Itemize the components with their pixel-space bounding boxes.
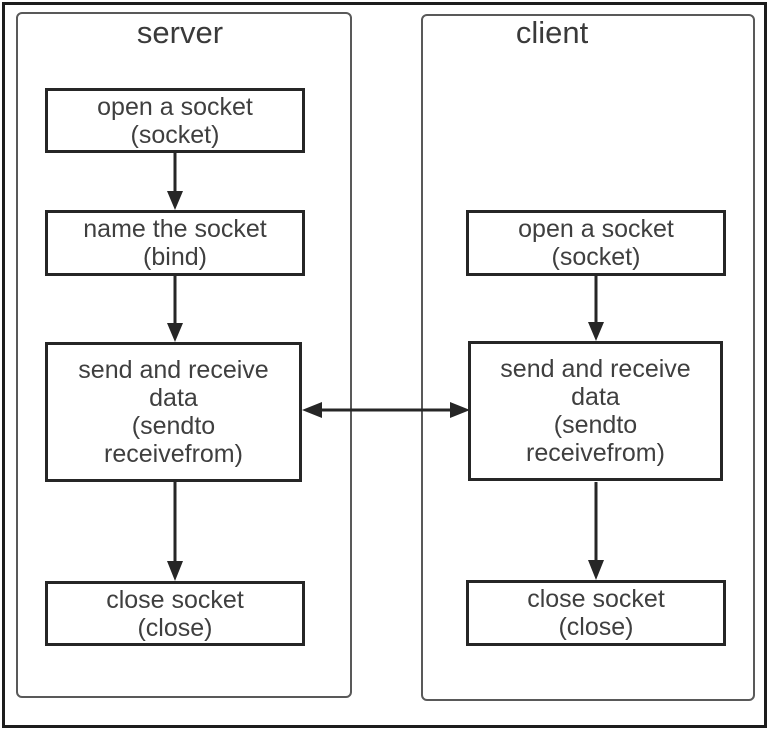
outer-frame bbox=[2, 2, 767, 728]
node-label-line: send and receive bbox=[500, 355, 691, 383]
node-label-line: (close) bbox=[558, 613, 634, 641]
client-close-socket-node: close socket (close) bbox=[466, 580, 726, 646]
node-label-line: data bbox=[149, 384, 198, 412]
node-label-line: (sendto bbox=[553, 411, 638, 439]
node-label-line: (socket) bbox=[130, 120, 220, 149]
node-label-line: open a socket bbox=[518, 215, 674, 243]
server-panel bbox=[16, 12, 352, 698]
node-label-line: (socket) bbox=[551, 243, 641, 271]
node-label-line: (sendto bbox=[131, 412, 216, 440]
node-label-line: close socket bbox=[527, 585, 665, 613]
node-label-line: name the socket bbox=[83, 215, 267, 243]
client-panel-title: client bbox=[509, 15, 595, 51]
server-name-socket-node: name the socket (bind) bbox=[45, 210, 305, 276]
node-label-line: (bind) bbox=[143, 243, 207, 271]
node-label-line: data bbox=[571, 383, 620, 411]
server-send-receive-node: send and receive data (sendto receivefro… bbox=[45, 342, 302, 482]
node-label-line: send and receive bbox=[78, 356, 269, 384]
client-panel bbox=[421, 14, 755, 701]
node-label-line: receivefrom) bbox=[526, 439, 665, 467]
node-label-line: receivefrom) bbox=[104, 440, 243, 468]
client-send-receive-node: send and receive data (sendto receivefro… bbox=[468, 341, 723, 481]
node-label-line: close socket bbox=[106, 585, 244, 614]
server-panel-title: server bbox=[130, 15, 230, 51]
client-open-socket-node: open a socket (socket) bbox=[466, 210, 726, 276]
node-label-line: open a socket bbox=[97, 92, 253, 121]
node-label-line: (close) bbox=[137, 613, 213, 642]
server-close-socket-node: close socket (close) bbox=[45, 581, 305, 646]
server-open-socket-node: open a socket (socket) bbox=[45, 88, 305, 153]
